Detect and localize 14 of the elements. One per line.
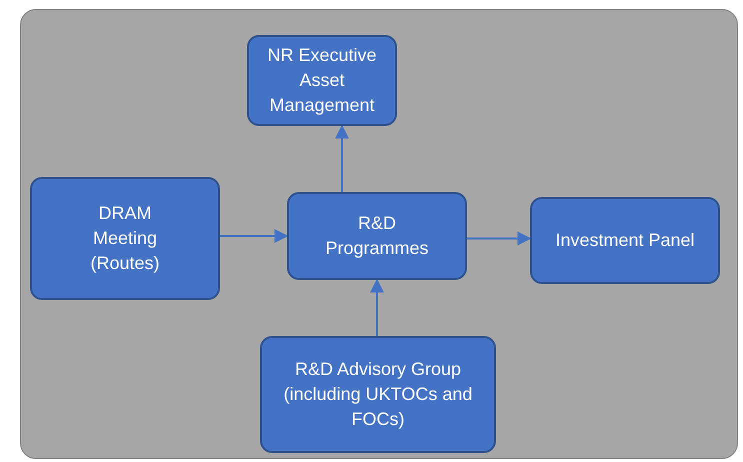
box-label: Investment Panel — [555, 228, 695, 252]
process-box — [287, 192, 467, 280]
box-label: DRAM Meeting (Routes) — [89, 202, 161, 276]
process-box — [247, 35, 397, 126]
box-label: R&D Advisory Group (including UKTOCs and FOCs) — [282, 358, 474, 432]
arrow — [220, 229, 288, 243]
box-label: NR Executive Asset Management — [266, 44, 378, 118]
arrow — [335, 124, 349, 192]
arrow — [467, 232, 532, 246]
process-box — [260, 336, 496, 453]
process-box — [30, 177, 220, 300]
process-box — [530, 197, 720, 284]
arrow — [370, 278, 384, 336]
box-label: R&D Programmes — [324, 212, 430, 260]
